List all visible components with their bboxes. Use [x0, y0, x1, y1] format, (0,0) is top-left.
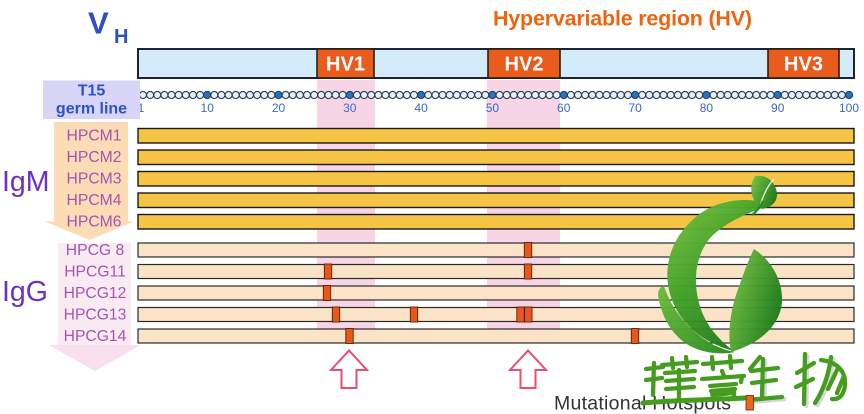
svg-text:80: 80: [700, 101, 714, 115]
svg-text:HV2: HV2: [505, 54, 544, 76]
svg-text:HV3: HV3: [784, 54, 823, 76]
svg-text:40: 40: [414, 101, 428, 115]
svg-text:50: 50: [486, 101, 500, 115]
svg-text:germ line: germ line: [56, 101, 127, 118]
svg-text:20: 20: [272, 101, 286, 115]
svg-text:HPCM4: HPCM4: [67, 192, 122, 209]
svg-text:HPCG 8: HPCG 8: [66, 242, 125, 259]
svg-text:HPCG14: HPCG14: [64, 328, 127, 345]
svg-text:HPCG12: HPCG12: [64, 285, 127, 302]
svg-text:Hypervariable region (HV): Hypervariable region (HV): [493, 7, 752, 31]
svg-text:30: 30: [343, 101, 357, 115]
svg-text:IgM: IgM: [2, 166, 50, 198]
svg-text:HPCM2: HPCM2: [67, 149, 122, 166]
svg-text:90: 90: [771, 101, 785, 115]
svg-text:HPCM1: HPCM1: [67, 128, 122, 145]
svg-text:HPCG13: HPCG13: [64, 307, 127, 324]
svg-text:100: 100: [839, 101, 859, 115]
svg-text:HPCG11: HPCG11: [64, 264, 126, 281]
svg-text:1: 1: [138, 101, 145, 115]
svg-text:60: 60: [557, 101, 571, 115]
svg-text:IgG: IgG: [2, 276, 48, 308]
svg-text:H: H: [114, 26, 128, 48]
svg-text:70: 70: [628, 101, 642, 115]
svg-text:V: V: [88, 6, 109, 41]
svg-text:10: 10: [201, 101, 215, 115]
svg-text:HPCM3: HPCM3: [67, 171, 122, 188]
svg-text:T15: T15: [78, 83, 106, 100]
svg-text:HPCM6: HPCM6: [67, 214, 122, 231]
svg-text:HV1: HV1: [326, 54, 365, 76]
